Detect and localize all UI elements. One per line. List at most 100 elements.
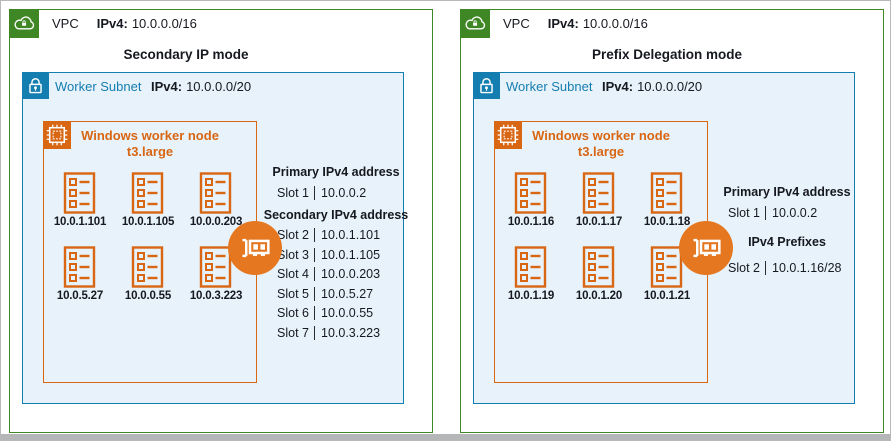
slot-separator <box>313 286 316 301</box>
pod-grid: 10.0.1.16 10.0.1.17 10.0.1.18 10.0.1.19 <box>495 172 707 302</box>
pod: 10.0.1.19 <box>508 246 554 302</box>
slot-label: Slot 2 <box>277 228 309 243</box>
slot-value: 10.0.1.101 <box>321 228 381 243</box>
pod-ip-label: 10.0.1.16 <box>507 216 555 228</box>
slot-value: 10.0.0.203 <box>321 267 381 282</box>
worker-subnet-box: Worker Subnet IPv4:10.0.0.0/20 <box>22 72 408 404</box>
slot-label: Slot 5 <box>277 286 309 301</box>
vpc-header: VPC IPv4:10.0.0.0/16 <box>52 16 197 31</box>
eni-address-panel: Primary IPv4 address Slot 1 10.0.0.2 IPv… <box>714 185 860 278</box>
vpc-panel-prefix-delegation: VPC IPv4:10.0.0.0/16 Prefix Delegation m… <box>460 9 884 433</box>
network-interface-icon <box>228 221 282 275</box>
pod: 10.0.1.105 <box>122 172 174 228</box>
pod-ip-label: 10.0.3.223 <box>189 290 243 302</box>
instance-type: t3.large <box>577 144 625 159</box>
eni-section-primary: Primary IPv4 address Slot 1 10.0.0.2 <box>263 165 409 203</box>
worker-node-box: Windows worker node t3.large 10.0.1.101 … <box>43 121 257 383</box>
section-heading: Secondary IPv4 address <box>263 207 409 222</box>
pod: 10.0.1.17 <box>576 172 622 228</box>
slot-value: 10.0.1.16/28 <box>772 261 842 276</box>
slot-label: Slot 2 <box>728 261 760 276</box>
slot-row: Slot 3 10.0.1.105 <box>263 245 409 265</box>
pod-list-icon <box>132 172 164 214</box>
slot-label: Slot 7 <box>277 325 309 340</box>
slot-value: 10.0.1.105 <box>321 247 381 262</box>
vpc-ipv4: IPv4:10.0.0.0/16 <box>547 16 648 31</box>
pod-ip-label: 10.0.0.55 <box>124 290 172 302</box>
pod-list-icon <box>515 246 547 288</box>
mode-title: Secondary IP mode <box>123 47 249 62</box>
section-heading: Primary IPv4 address <box>272 165 400 179</box>
slot-row: Slot 4 10.0.0.203 <box>263 265 409 285</box>
slot-value: 10.0.0.2 <box>321 185 367 200</box>
subnet-ipv4: IPv4:10.0.0.0/20 <box>151 79 252 94</box>
slot-value: 10.0.0.2 <box>772 205 818 220</box>
pod-ip-label: 10.0.1.17 <box>575 216 623 228</box>
pod: 10.0.0.203 <box>190 172 242 228</box>
slot-separator <box>313 247 316 262</box>
eni-section-prefixes: IPv4 Prefixes Slot 2 10.0.1.16/28 <box>714 235 860 279</box>
pod: 10.0.0.55 <box>125 246 171 302</box>
vpc-label: VPC <box>503 16 530 31</box>
vpc-header: VPC IPv4:10.0.0.0/16 <box>503 16 648 31</box>
pod-list-icon <box>200 172 232 214</box>
slot-row: Slot 5 10.0.5.27 <box>263 284 409 304</box>
slot-row: Slot 7 10.0.3.223 <box>263 323 409 343</box>
vpc-label: VPC <box>52 16 79 31</box>
pod-list-icon <box>515 172 547 214</box>
slot-label: Slot 1 <box>277 185 309 200</box>
worker-subnet-box: Worker Subnet IPv4:10.0.0.0/20 <box>473 72 855 404</box>
worker-subnet-label: Worker Subnet <box>55 79 142 94</box>
pod-list-icon <box>64 246 96 288</box>
slot-label: Slot 4 <box>277 267 309 282</box>
slot-row: Slot 6 10.0.0.55 <box>263 304 409 324</box>
instance-type: t3.large <box>126 144 174 159</box>
worker-node-box: Windows worker node t3.large 10.0.1.16 1… <box>494 121 708 383</box>
private-subnet-lock-icon <box>22 72 49 99</box>
pod-ip-label: 10.0.1.19 <box>507 290 555 302</box>
slot-separator <box>313 306 316 321</box>
slot-separator <box>313 228 316 243</box>
mode-title: Prefix Delegation mode <box>591 47 743 62</box>
vpc-ipv4: IPv4:10.0.0.0/16 <box>96 16 197 31</box>
slot-row: Slot 1 10.0.0.2 <box>263 183 409 203</box>
pod-list-icon <box>64 172 96 214</box>
ec2-instance-chip-icon <box>494 121 522 149</box>
pod: 10.0.1.20 <box>576 246 622 302</box>
slot-label: Slot 6 <box>277 306 309 321</box>
pod-ip-label: 10.0.5.27 <box>56 290 104 302</box>
subnet-ipv4: IPv4:10.0.0.0/20 <box>602 79 703 94</box>
pod-ip-label: 10.0.1.20 <box>575 290 623 302</box>
pod-list-icon <box>651 246 683 288</box>
slot-row: Slot 2 10.0.1.101 <box>263 226 409 246</box>
pod-ip-label: 10.0.1.18 <box>643 216 691 228</box>
slot-separator <box>313 185 316 200</box>
slot-separator <box>313 325 316 340</box>
pod: 10.0.1.21 <box>644 246 690 302</box>
slot-row: Slot 2 10.0.1.16/28 <box>714 259 860 279</box>
pod-list-icon <box>651 172 683 214</box>
pod: 10.0.1.18 <box>644 172 690 228</box>
network-interface-icon <box>679 221 733 275</box>
slot-value: 10.0.3.223 <box>321 325 381 340</box>
pod-grid: 10.0.1.101 10.0.1.105 10.0.0.203 10.0.5.… <box>44 172 256 302</box>
slot-value: 10.0.0.55 <box>321 306 374 321</box>
pod-list-icon <box>583 246 615 288</box>
pod: 10.0.1.16 <box>508 172 554 228</box>
private-subnet-lock-icon <box>473 72 500 99</box>
pod-list-icon <box>132 246 164 288</box>
pod-ip-label: 10.0.1.105 <box>121 216 175 228</box>
vpc-panel-secondary-ip: VPC IPv4:10.0.0.0/16 Secondary IP mode W… <box>9 9 433 433</box>
worker-subnet-label: Worker Subnet <box>506 79 593 94</box>
slot-separator <box>313 267 316 282</box>
pod-ip-label: 10.0.1.101 <box>53 216 107 228</box>
slot-row: Slot 1 10.0.0.2 <box>714 203 860 223</box>
eni-section-primary: Primary IPv4 address Slot 1 10.0.0.2 <box>714 185 860 223</box>
node-title-text: Windows worker node <box>532 128 670 143</box>
pod-ip-label: 10.0.1.21 <box>643 290 691 302</box>
pod: 10.0.1.101 <box>54 172 106 228</box>
pod-list-icon <box>583 172 615 214</box>
slot-label: Slot 3 <box>277 247 309 262</box>
pod: 10.0.3.223 <box>190 246 242 302</box>
